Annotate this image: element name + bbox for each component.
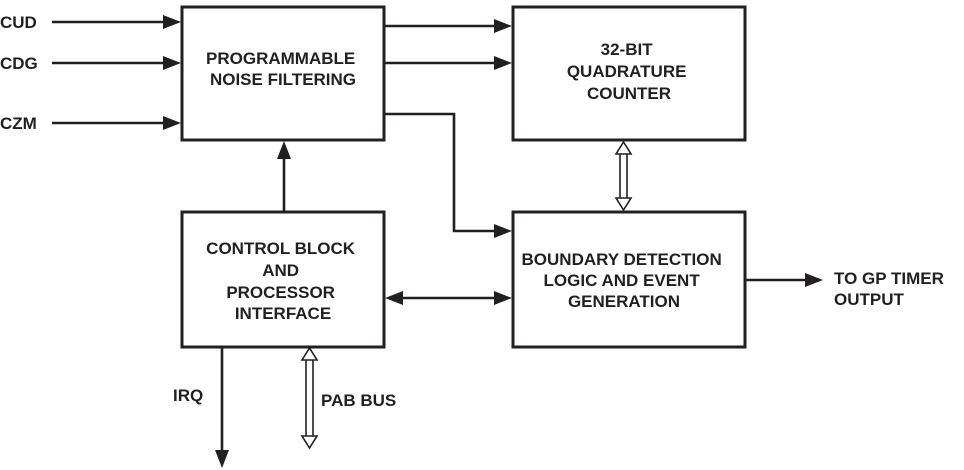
filter-to-counter-arrow-2 — [384, 56, 512, 70]
cud-arrow — [52, 15, 181, 29]
quadrature-counter-block — [511, 5, 747, 142]
irq-label: IRQ — [173, 386, 203, 405]
boundary-detection-label: BOUNDARY DETECTION LOGIC AND EVENT GENER… — [522, 250, 727, 311]
czm-label: CZM — [0, 114, 37, 133]
control-block-label: CONTROL BLOCK AND PROCESSOR INTERFACE — [206, 239, 360, 323]
quadrature-counter-label: 32-BIT QUADRATURE COUNTER — [567, 40, 691, 103]
control-boundary-arrow — [385, 291, 512, 305]
noise-filtering-label: PROGRAMMABLE NOISE FILTERING — [206, 49, 360, 89]
pab-bus-arrow — [300, 346, 319, 450]
czm-arrow — [52, 116, 181, 130]
gp-timer-output-label: TO GP TIMER OUTPUT — [834, 269, 949, 309]
filter-to-boundary-arrow — [384, 112, 512, 238]
cdg-arrow — [52, 56, 181, 70]
cdg-label: CDG — [0, 54, 38, 73]
pab-bus-label: PAB BUS — [321, 391, 396, 410]
noise-filtering-block — [180, 5, 386, 142]
counter-boundary-bus — [614, 140, 633, 212]
filter-to-counter-arrow-1 — [384, 19, 512, 33]
cud-label: CUD — [0, 13, 37, 32]
gp-timer-output-arrow — [745, 273, 823, 287]
irq-arrow — [215, 347, 229, 468]
control-to-filter-arrow — [277, 141, 291, 212]
